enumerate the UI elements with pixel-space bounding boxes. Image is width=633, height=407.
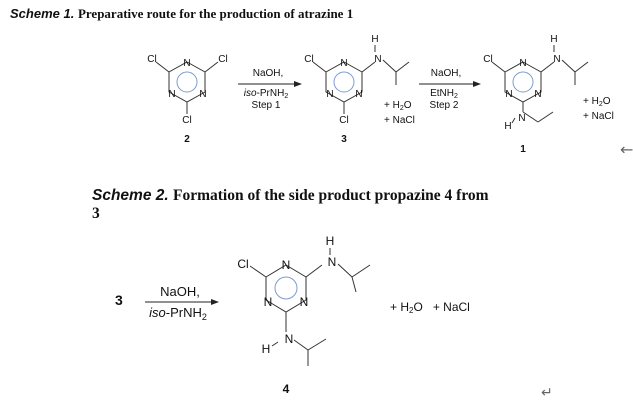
scheme1-caption: Scheme 1. Preparative route for the prod… xyxy=(10,6,353,22)
compound-1-structure xyxy=(491,45,589,124)
step2-label: Step 2 xyxy=(430,100,459,111)
atom-n: N xyxy=(282,258,291,272)
scheme2-caption-lead: Scheme 2. xyxy=(92,187,169,204)
byproduct-salt: + NaCl xyxy=(583,111,614,122)
byproduct-salt: + NaCl xyxy=(384,115,415,126)
byproduct-water: + H2O xyxy=(583,96,611,108)
atom-n: N xyxy=(553,54,560,65)
atom-n: N xyxy=(264,295,273,309)
atom-cl: Cl xyxy=(147,54,156,65)
step1-conditions: NaOH, iso-PrNH2 Step 1 xyxy=(244,68,289,111)
scheme2-caption-line2: 3 xyxy=(92,205,100,222)
atom-h: H xyxy=(504,121,511,132)
atom-h: H xyxy=(326,234,335,248)
atom-h: H xyxy=(262,342,271,356)
step2-conditions: NaOH, EtNH2 Step 2 xyxy=(430,68,462,111)
byproducts-step2: + H2O + NaCl xyxy=(583,96,614,122)
atom-n: N xyxy=(300,295,309,309)
scheme2-caption: Scheme 2. Formation of the side product … xyxy=(92,187,489,205)
atom-n: N xyxy=(285,332,294,346)
scheme2-reagent: NaOH, xyxy=(160,284,200,299)
scheme2-reactant: 3 xyxy=(115,292,123,308)
atom-cl: Cl xyxy=(237,257,248,271)
compound-4-structure xyxy=(249,248,371,366)
back-arrow-icon[interactable]: ← xyxy=(620,140,633,159)
byproduct-water: + H2O xyxy=(384,100,412,112)
paragraph-return-icon: ↵ xyxy=(541,385,553,401)
atom-n: N xyxy=(518,113,525,124)
atom-n: N xyxy=(519,58,526,69)
scheme2-conditions: NaOH, iso-PrNH2 xyxy=(149,284,207,322)
compound-3-label: 3 xyxy=(341,134,347,145)
atom-n: N xyxy=(340,58,347,69)
compound-3-structure xyxy=(312,45,410,114)
scheme1-caption-text: Preparative route for the production of … xyxy=(77,6,354,21)
atom-h: H xyxy=(371,34,378,45)
bonds xyxy=(155,45,589,366)
atom-n: N xyxy=(355,89,362,100)
atom-n: N xyxy=(328,255,337,269)
atom-n: N xyxy=(374,54,381,65)
step1-reagent2: iso-PrNH2 xyxy=(244,88,289,100)
atom-n: N xyxy=(168,89,175,100)
reaction-arrows xyxy=(145,83,476,303)
atom-cl: Cl xyxy=(218,54,227,65)
atom-n: N xyxy=(534,89,541,100)
atom-n: N xyxy=(183,58,190,69)
compound-1-label: 1 xyxy=(520,144,526,155)
scheme2-reagent2: iso-PrNH2 xyxy=(149,305,207,322)
byproducts-step1: + H2O + NaCl xyxy=(384,100,415,126)
atom-n: N xyxy=(326,89,333,100)
atom-cl: Cl xyxy=(304,54,313,65)
scheme1-caption-lead: Scheme 1. xyxy=(10,6,75,21)
scheme2-caption-text: Formation of the side product propazine … xyxy=(173,187,489,204)
compound-4-label: 4 xyxy=(283,382,290,396)
atom-cl: Cl xyxy=(483,54,492,65)
compound-2-label: 2 xyxy=(184,134,190,145)
step2-reagent: NaOH, xyxy=(431,68,462,79)
step1-reagent: NaOH, xyxy=(253,68,284,79)
atom-cl: Cl xyxy=(339,115,348,126)
compound-2-structure xyxy=(155,61,219,114)
scheme2-byproducts: + H2O+ NaCl xyxy=(390,300,470,315)
step2-reagent2: EtNH2 xyxy=(430,88,458,100)
step1-label: Step 1 xyxy=(252,100,281,111)
atom-cl: Cl xyxy=(182,115,191,126)
atom-n: N xyxy=(199,89,206,100)
atom-n: N xyxy=(505,89,512,100)
atom-h: H xyxy=(550,34,557,45)
